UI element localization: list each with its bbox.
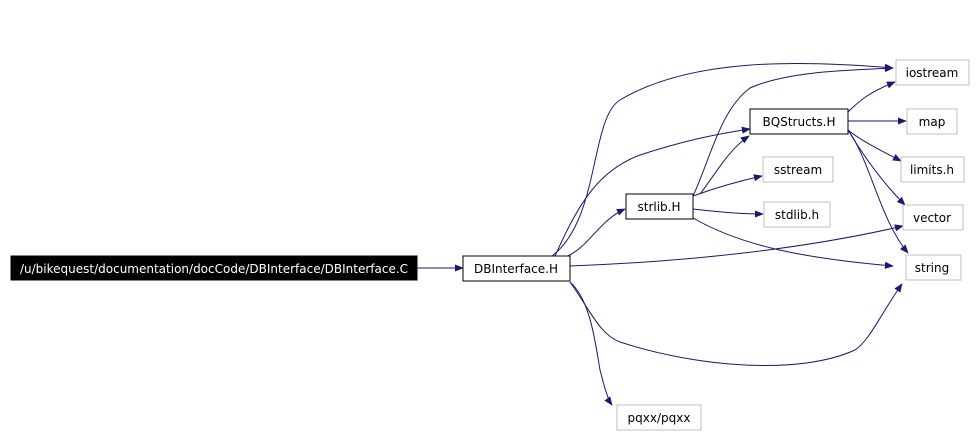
- node-iostream: iostream: [895, 59, 970, 86]
- edge-strlib_h-to-stdlib_h: [692, 208, 764, 218]
- node-string-box: [905, 254, 962, 281]
- node-sstream-box: [762, 156, 834, 183]
- node-sstream-label: sstream: [774, 163, 822, 177]
- edge-strlib_h-to-bqstructs_h: [699, 135, 750, 195]
- edge-strlib_h-to-string: [692, 217, 894, 269]
- node-dbinterface_h-box: [462, 255, 571, 282]
- node-root-box: [10, 255, 418, 281]
- node-dbinterface_h[interactable]: DBInterface.H: [462, 255, 571, 282]
- node-string: string: [905, 254, 962, 281]
- node-map-box: [906, 108, 958, 135]
- node-pqxx-label: pqxx/pqxx: [628, 411, 691, 425]
- edge-bqstructs_h-to-vector: [847, 129, 906, 206]
- node-map-label: map: [919, 115, 946, 129]
- node-pqxx-box: [616, 404, 702, 431]
- node-limits_h-label: limits.h: [910, 163, 954, 177]
- edge-bqstructs_h-to-string: [847, 129, 909, 254]
- node-strlib_h-label: strlib.H: [637, 200, 680, 214]
- node-string-label: string: [915, 261, 949, 275]
- edge-strlib_h-to-sstream: [692, 174, 763, 197]
- node-map: map: [906, 108, 958, 135]
- node-pqxx: pqxx/pqxx: [616, 404, 702, 431]
- edge-dbinterface_h-to-pqxx: [569, 281, 613, 406]
- node-strlib_h-box: [625, 193, 694, 220]
- node-stdlib_h: stdlib.h: [763, 201, 831, 228]
- node-limits_h: limits.h: [900, 156, 965, 183]
- node-bqstructs_h[interactable]: BQStructs.H: [749, 108, 849, 135]
- node-dbinterface_h-label: DBInterface.H: [474, 262, 558, 276]
- node-bqstructs_h-box: [749, 108, 849, 135]
- node-iostream-box: [895, 59, 970, 86]
- node-layer: /u/bikequest/documentation/docCode/DBInt…: [10, 59, 970, 431]
- edge-layer: [417, 62, 909, 406]
- edge-bqstructs_h-to-iostream: [847, 81, 896, 113]
- node-sstream: sstream: [762, 156, 834, 183]
- edge-dbinterface_h-to-vector: [569, 224, 904, 267]
- node-vector-label: vector: [913, 211, 951, 225]
- edge-strlib_h-to-iostream: [692, 64, 894, 197]
- edge-dbinterface_h-to-bqstructs_h: [554, 126, 751, 257]
- edge-dbinterface_h-to-string: [569, 281, 903, 367]
- node-stdlib_h-box: [763, 201, 831, 228]
- edge-dbinterface_h-to-iostream: [551, 62, 894, 257]
- node-vector: vector: [902, 204, 964, 231]
- node-limits_h-box: [900, 156, 965, 183]
- node-vector-box: [902, 204, 964, 231]
- edge-bqstructs_h-to-limits_h: [847, 129, 902, 162]
- node-root[interactable]: /u/bikequest/documentation/docCode/DBInt…: [10, 255, 418, 281]
- node-stdlib_h-label: stdlib.h: [775, 208, 819, 222]
- node-iostream-label: iostream: [906, 66, 959, 80]
- edge-dbinterface_h-to-strlib_h: [567, 208, 626, 257]
- node-bqstructs_h-label: BQStructs.H: [763, 115, 836, 129]
- node-root-label: /u/bikequest/documentation/docCode/DBInt…: [20, 262, 408, 276]
- node-strlib_h[interactable]: strlib.H: [625, 193, 694, 220]
